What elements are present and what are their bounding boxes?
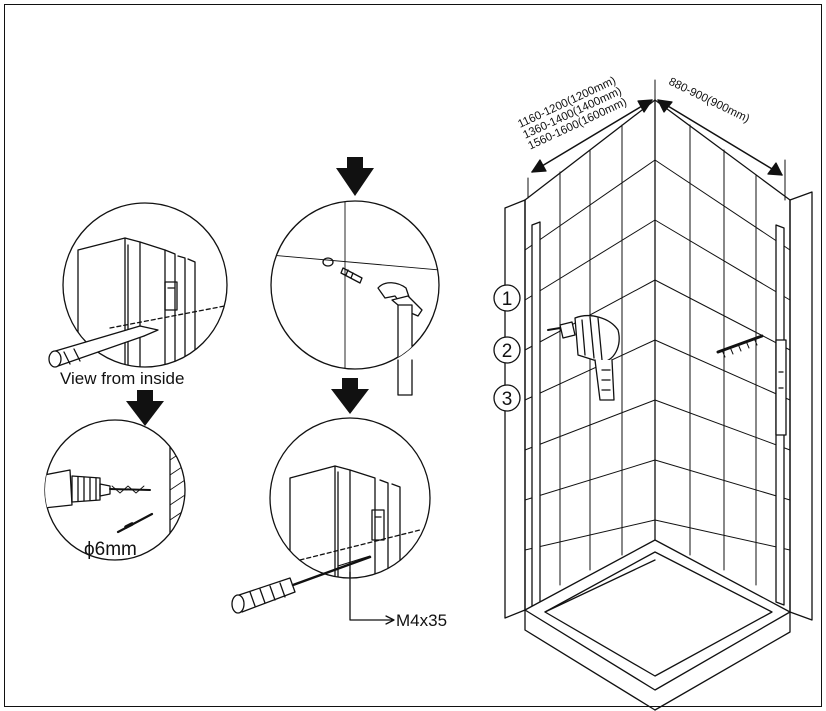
screwdriver-icon xyxy=(231,555,372,614)
drill-chuck-icon xyxy=(45,469,151,509)
wall-plug-icon xyxy=(716,334,764,358)
detail-circle-marking xyxy=(48,202,228,368)
hammer-icon xyxy=(377,282,423,369)
detail-circle-plugs xyxy=(270,200,440,396)
detail-circle-screwing xyxy=(231,417,431,625)
step-2-number: 2 xyxy=(502,341,513,362)
step-marker-1 xyxy=(493,284,521,312)
arrow-down-icon-left xyxy=(126,390,164,426)
power-drill-icon xyxy=(547,315,620,401)
step-marker-2 xyxy=(493,336,521,364)
view-from-inside-label: View from inside xyxy=(60,369,184,388)
screw-size-label: M4x35 xyxy=(396,611,447,630)
drill-diameter-label: ϕ6mm xyxy=(84,539,137,560)
arrow-down-icon-top xyxy=(336,157,374,196)
arrow-down-icon-middle xyxy=(331,378,369,414)
step-1-number: 1 xyxy=(502,289,513,310)
shower-enclosure-drawing xyxy=(493,79,813,711)
instruction-frame xyxy=(4,4,822,707)
detail-circle-drill-bit xyxy=(44,419,186,561)
pencil-icon xyxy=(48,325,159,368)
step-marker-3 xyxy=(493,384,521,412)
step-3-number: 3 xyxy=(502,389,513,410)
